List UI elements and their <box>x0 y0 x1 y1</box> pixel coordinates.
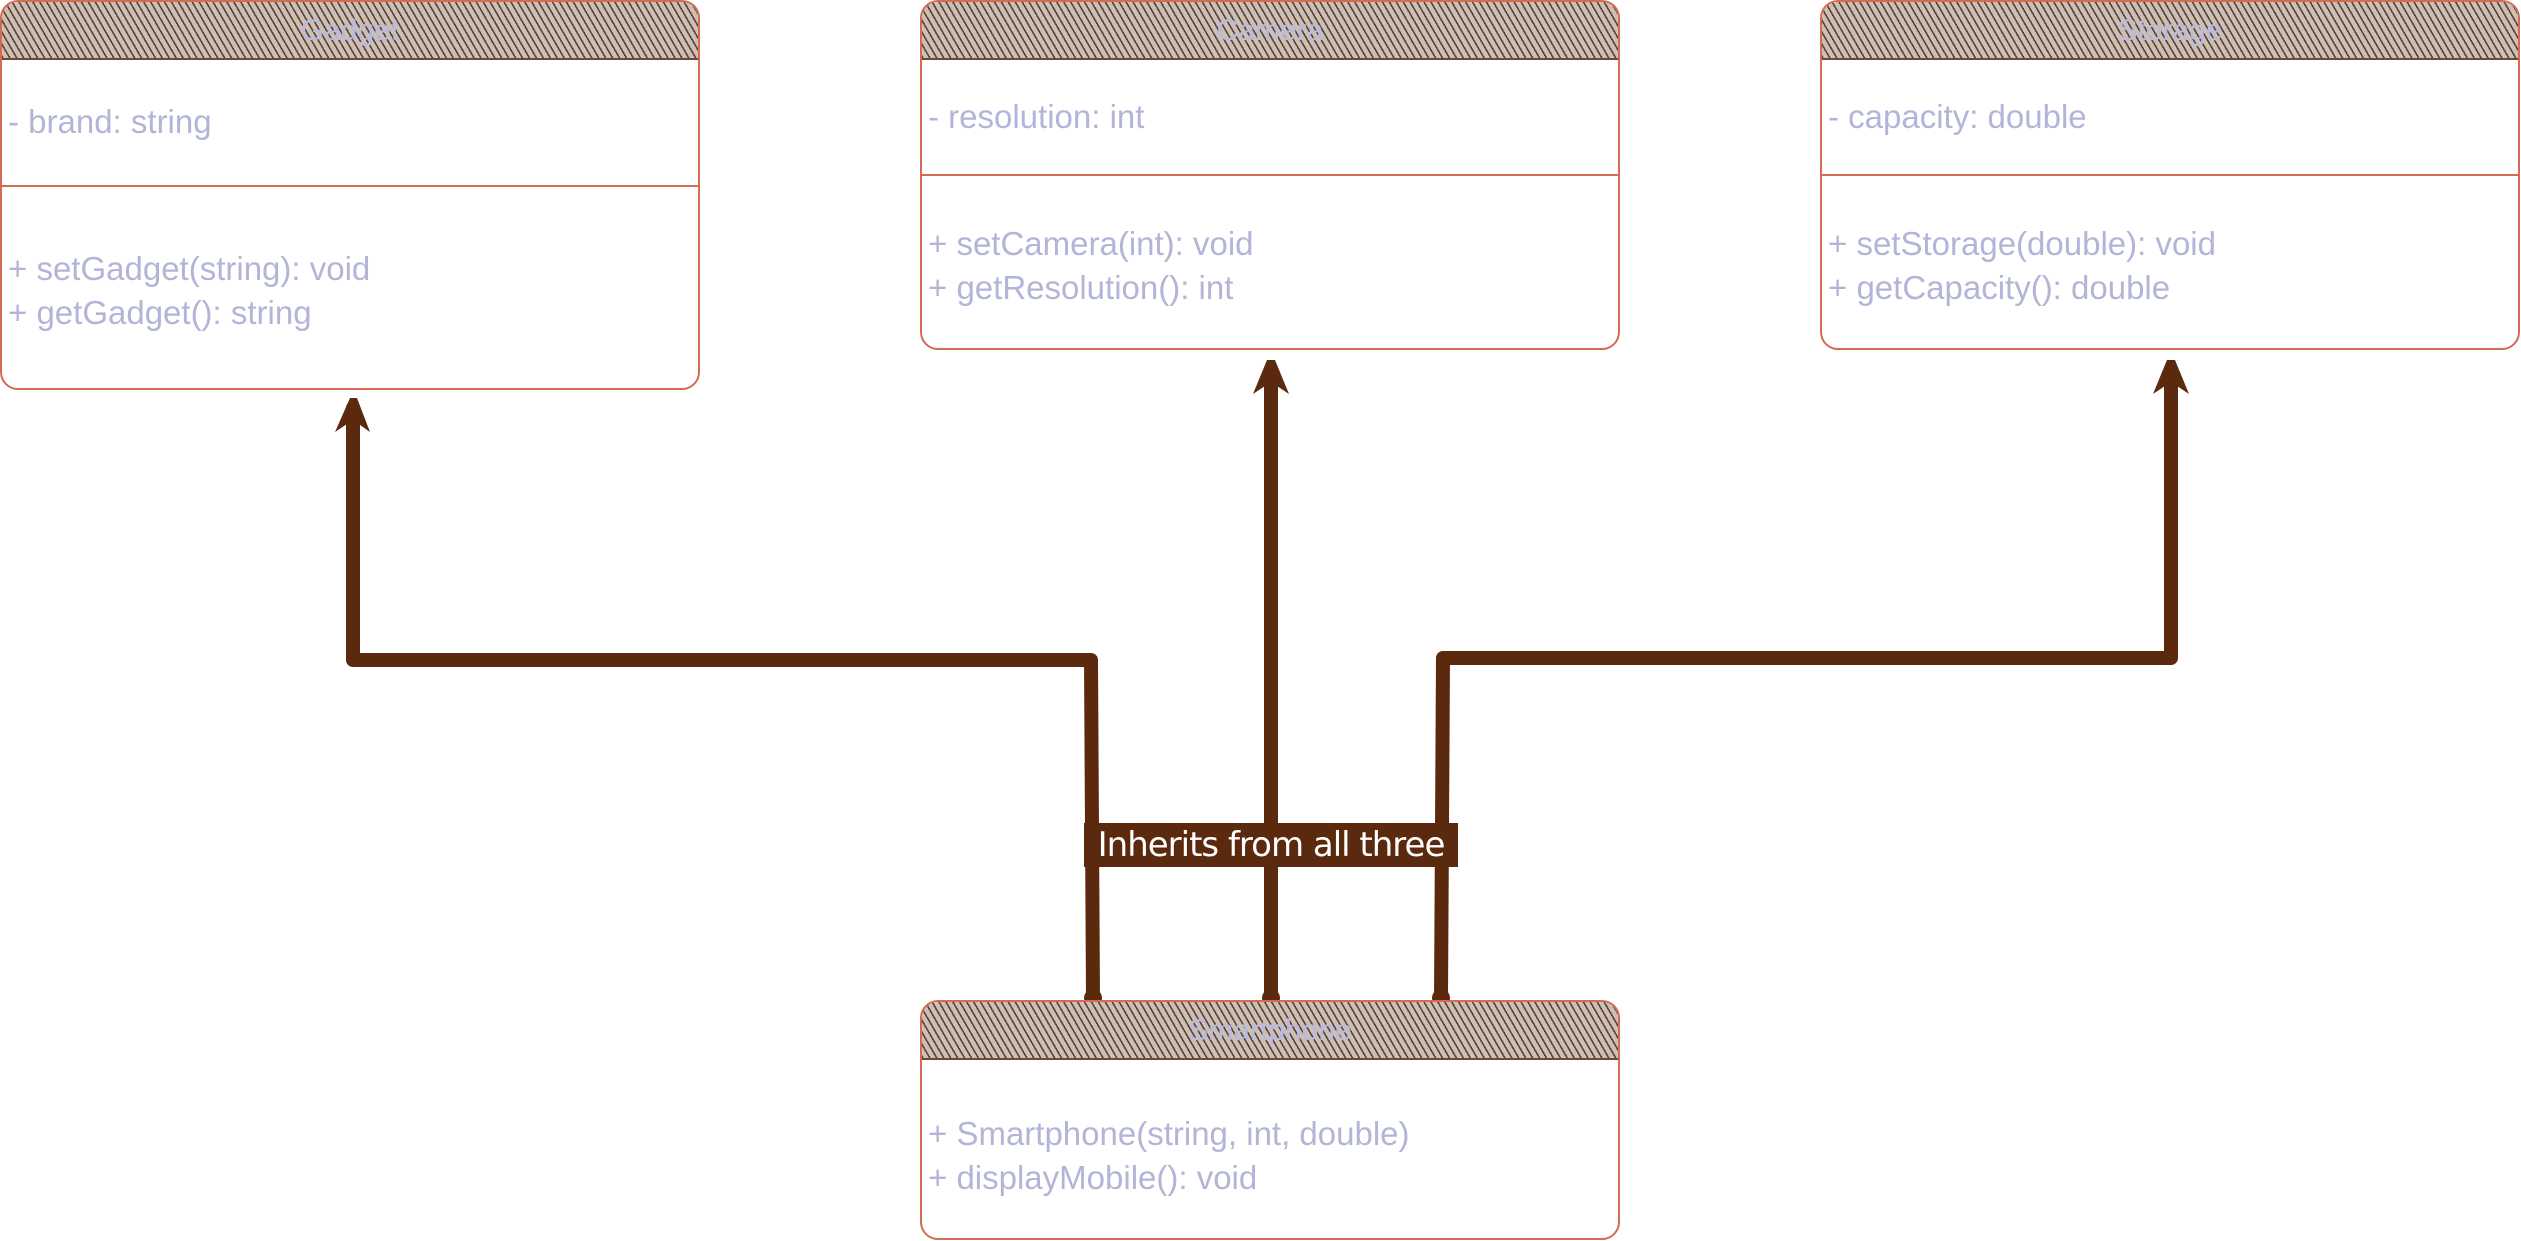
arrow-to-storage <box>1434 365 2178 1005</box>
attribute: - resolution: int <box>928 98 1145 135</box>
arrow-to-gadget <box>346 401 1100 1005</box>
class-smartphone[interactable]: Smartphone + Smartphone(string, int, dou… <box>920 1000 1620 1240</box>
method: + getResolution(): int <box>928 269 1234 306</box>
section-divider <box>2 185 698 187</box>
methods-section: + setGadget(string): void + getGadget():… <box>8 247 692 335</box>
methods-section: + Smartphone(string, int, double) + disp… <box>928 1112 1612 1200</box>
arrowhead-storage <box>2153 360 2189 394</box>
class-header: Gadget <box>2 2 698 60</box>
arrowhead-gadget <box>335 398 370 432</box>
class-storage[interactable]: Storage - capacity: double + setStorage(… <box>1820 0 2520 350</box>
section-divider <box>1822 174 2518 176</box>
method: + getCapacity(): double <box>1828 269 2171 306</box>
attribute: - brand: string <box>8 103 212 140</box>
method: + setCamera(int): void <box>928 225 1254 262</box>
methods-section: + setStorage(double): void + getCapacity… <box>1828 222 2512 310</box>
class-name: Camera <box>1216 14 1324 47</box>
section-divider <box>922 174 1618 176</box>
methods-section: + setCamera(int): void + getResolution()… <box>928 222 1612 310</box>
class-header: Camera <box>922 2 1618 60</box>
class-camera[interactable]: Camera - resolution: int + setCamera(int… <box>920 0 1620 350</box>
inheritance-label: Inherits from all three <box>1084 823 1458 867</box>
class-name: Smartphone <box>1188 1014 1352 1047</box>
class-name: Storage <box>2117 14 2223 47</box>
arrowhead-camera <box>1253 360 1289 394</box>
attributes-section: - capacity: double <box>1828 95 2512 139</box>
method: + setStorage(double): void <box>1828 225 2216 262</box>
method: + getGadget(): string <box>8 294 312 331</box>
attributes-section: - resolution: int <box>928 95 1612 139</box>
class-header: Storage <box>1822 2 2518 60</box>
class-header: Smartphone <box>922 1002 1618 1060</box>
method: + setGadget(string): void <box>8 250 371 287</box>
class-name: Gadget <box>300 14 400 47</box>
attributes-section: - brand: string <box>8 100 692 144</box>
attribute: - capacity: double <box>1828 98 2087 135</box>
class-gadget[interactable]: Gadget - brand: string + setGadget(strin… <box>0 0 700 390</box>
method: + displayMobile(): void <box>928 1159 1258 1196</box>
method: + Smartphone(string, int, double) <box>928 1115 1410 1152</box>
